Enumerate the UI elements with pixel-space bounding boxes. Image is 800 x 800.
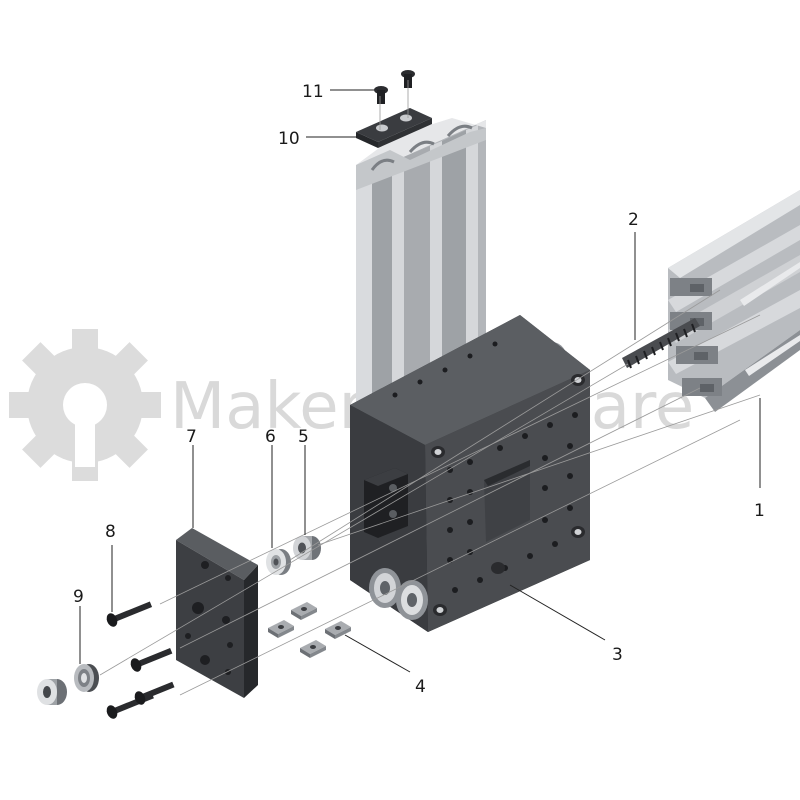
callout-4: 4 — [415, 677, 426, 697]
callout-8: 8 — [105, 522, 116, 542]
callout-9: 9 — [73, 587, 84, 607]
spacer-block — [364, 468, 408, 538]
gantry-plate — [350, 315, 590, 632]
callout-7: 7 — [186, 427, 197, 447]
screws-part-8 — [106, 601, 175, 719]
end-plate — [176, 528, 258, 698]
t-nuts — [268, 602, 351, 658]
spacer-part-5 — [293, 536, 321, 560]
top-joining-plate — [356, 108, 432, 148]
callout-6: 6 — [265, 427, 276, 447]
assembly-axis-lines — [99, 80, 761, 696]
callout-2: 2 — [628, 210, 639, 230]
horizontal-extrusion — [668, 190, 800, 412]
callout-3: 3 — [612, 645, 623, 665]
callout-5: 5 — [298, 427, 309, 447]
bearing-part-6 — [266, 549, 291, 575]
thrust-bearing-part-9 — [37, 664, 99, 705]
lead-screw — [622, 318, 700, 369]
callout-11: 11 — [302, 82, 324, 102]
callout-10: 10 — [278, 129, 300, 149]
callout-1: 1 — [754, 501, 765, 521]
gear-icon — [9, 329, 161, 481]
callouts: 1 2 3 4 5 6 7 8 9 10 11 — [73, 82, 765, 697]
